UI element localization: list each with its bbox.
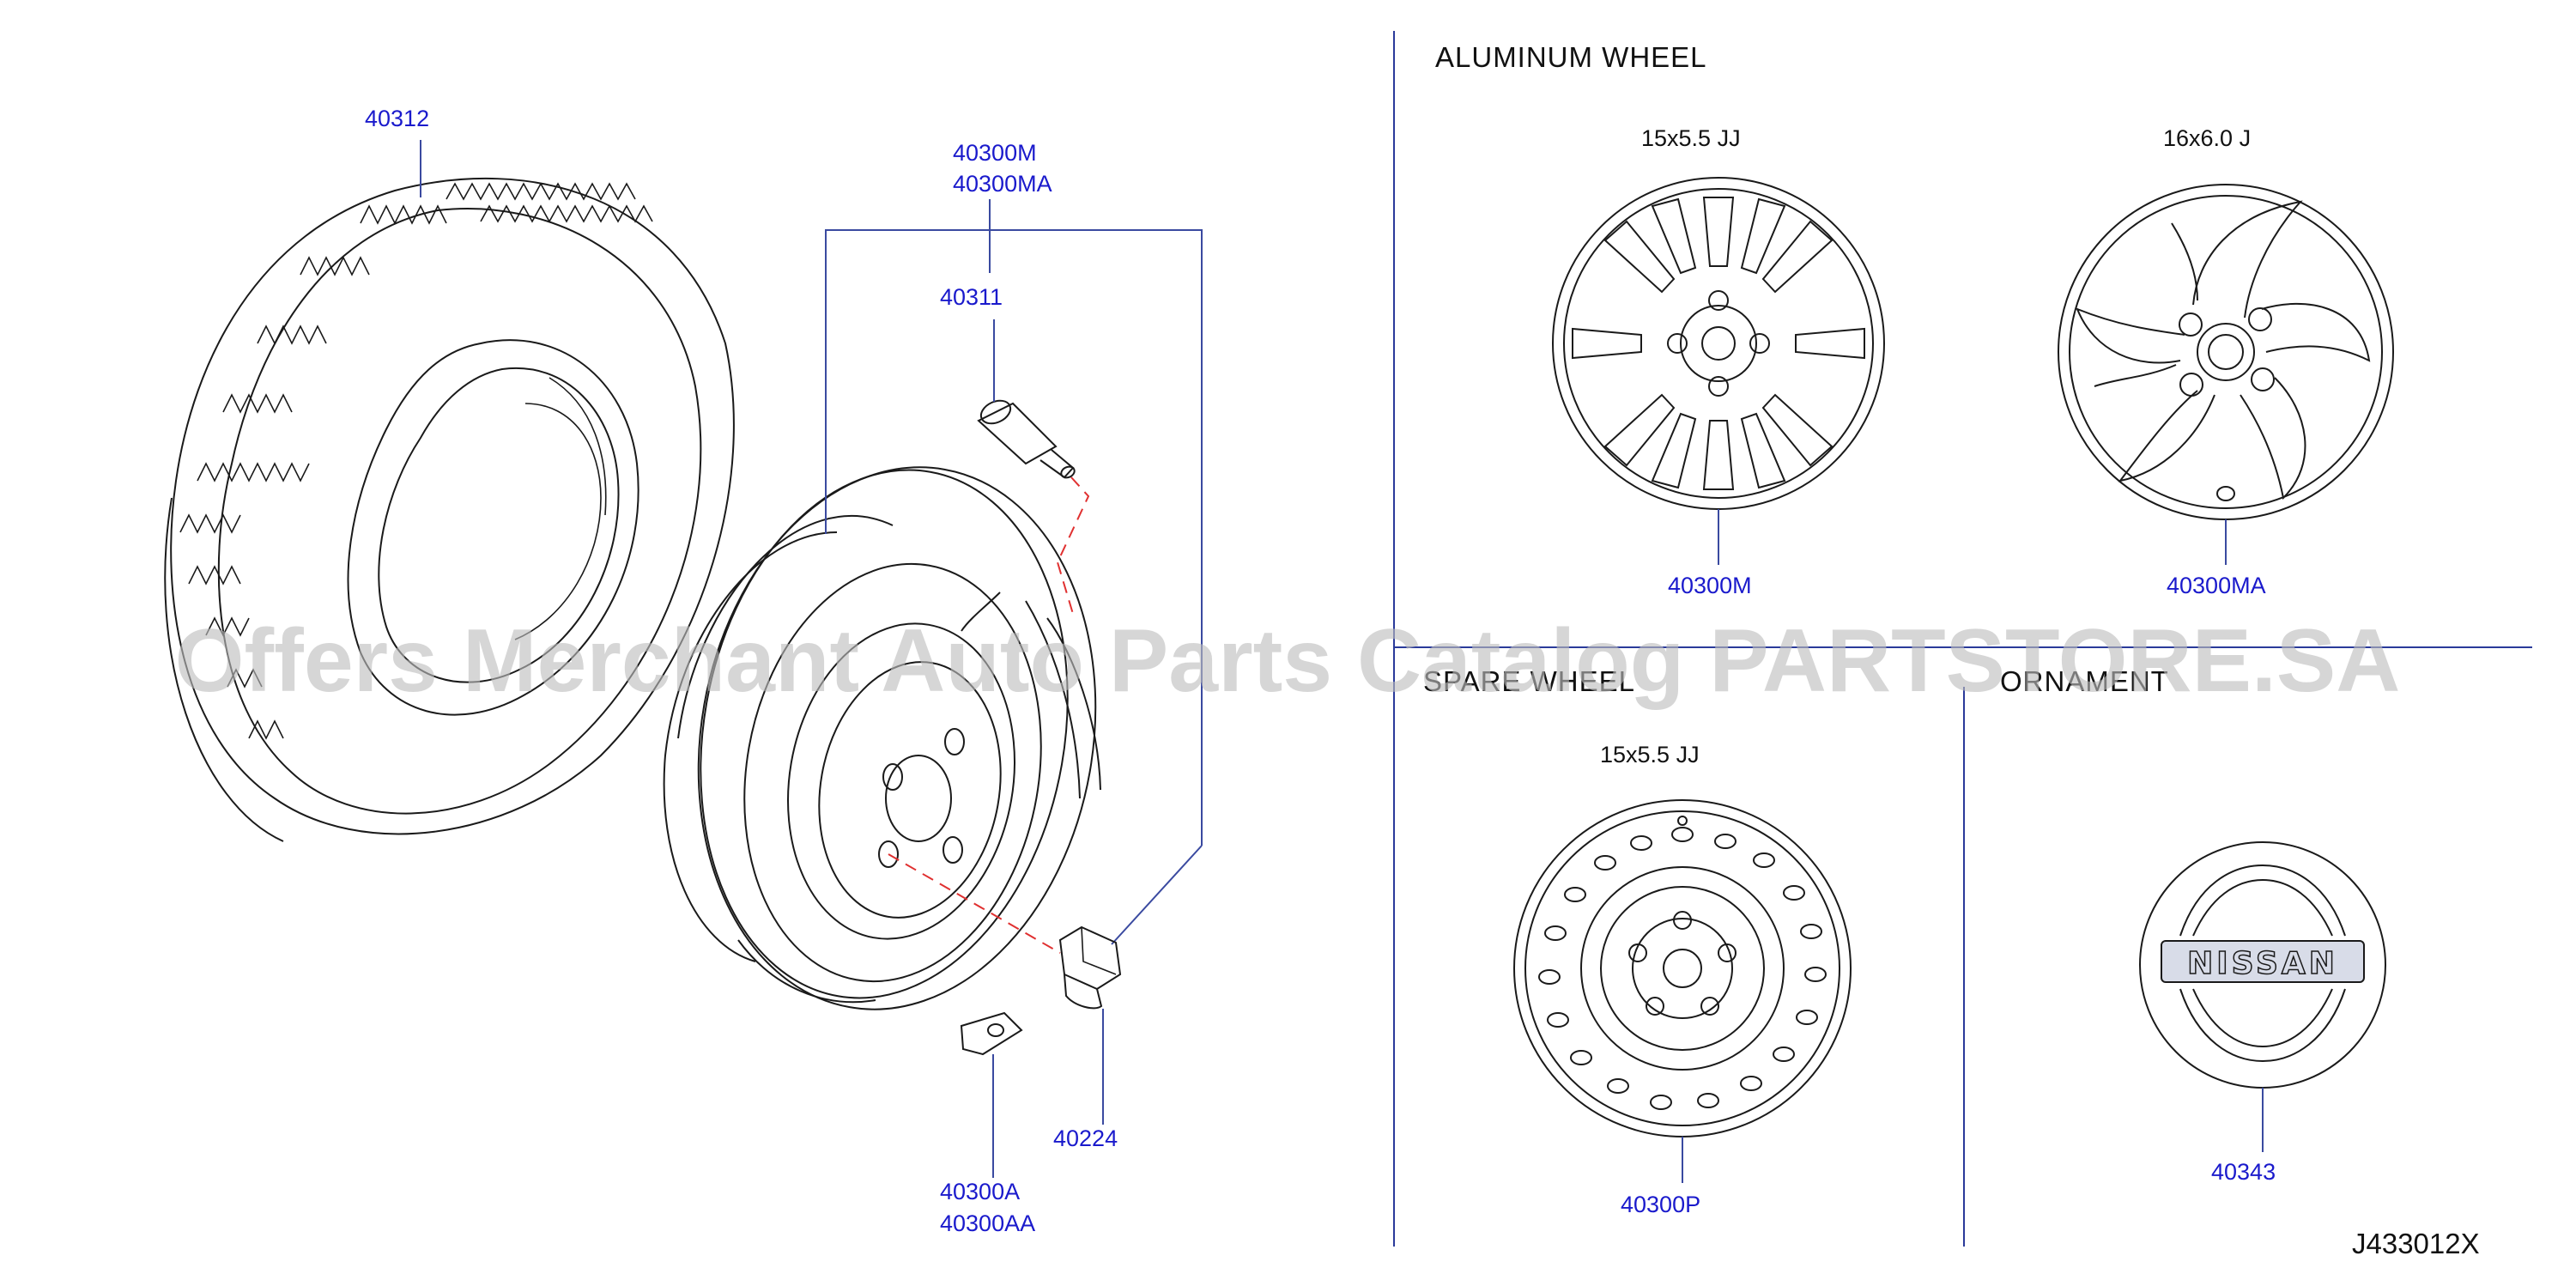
label-nut[interactable]: 40224 — [1053, 1125, 1118, 1151]
header-ornament: ORNAMENT — [2000, 665, 2169, 697]
label-valve[interactable]: 40311 — [940, 284, 1003, 310]
label-tire[interactable]: 40312 — [365, 106, 429, 131]
label-ornament[interactable]: 40343 — [2211, 1159, 2276, 1185]
tread-pattern — [197, 462, 310, 482]
label-alu-wheel-m[interactable]: 40300M — [1668, 573, 1752, 598]
wheel-illustration[interactable] — [657, 435, 1137, 1041]
label-balance-weight-2[interactable]: 40300AA — [940, 1210, 1035, 1236]
balance-weight[interactable] — [960, 1011, 1023, 1056]
label-balance-weight-1[interactable]: 40300A — [940, 1179, 1020, 1204]
spare-wheel-illustration[interactable] — [1513, 799, 1852, 1138]
label-wheel-assy-1[interactable]: 40300M — [953, 140, 1037, 166]
alu-wheel-10-spoke[interactable] — [1552, 177, 1885, 510]
alu-wheel-swirl[interactable] — [2058, 184, 2394, 520]
size-spare: 15x5.5 JJ — [1600, 742, 1700, 767]
ornament-badge — [2161, 940, 2365, 983]
ornament-illustration[interactable]: NISSAN — [2139, 841, 2386, 1089]
watermark: Offers Merchant Auto Parts Catalog PARTS… — [175, 611, 2401, 711]
size-alu-right: 16x6.0 J — [2163, 125, 2251, 151]
header-spare-wheel: SPARE WHEEL — [1423, 665, 1635, 697]
valve-stem[interactable] — [977, 397, 1076, 480]
wheel-nut[interactable] — [1058, 925, 1122, 1010]
guide-nut — [888, 853, 1061, 954]
label-wheel-assy-2[interactable]: 40300MA — [953, 171, 1052, 197]
bracket-wheel-assy — [825, 229, 1203, 846]
size-alu-left: 15x5.5 JJ — [1641, 125, 1741, 151]
label-alu-wheel-ma[interactable]: 40300MA — [2167, 573, 2266, 598]
ornament-text: NISSAN — [2187, 946, 2338, 981]
tire-illustration[interactable] — [164, 177, 735, 842]
header-aluminum-wheel: ALUMINUM WHEEL — [1435, 41, 1707, 73]
diagram-code: J433012X — [2352, 1228, 2480, 1259]
label-spare-wheel[interactable]: 40300P — [1621, 1192, 1700, 1217]
guide-valve — [1056, 476, 1090, 615]
lug-hole — [944, 728, 965, 755]
